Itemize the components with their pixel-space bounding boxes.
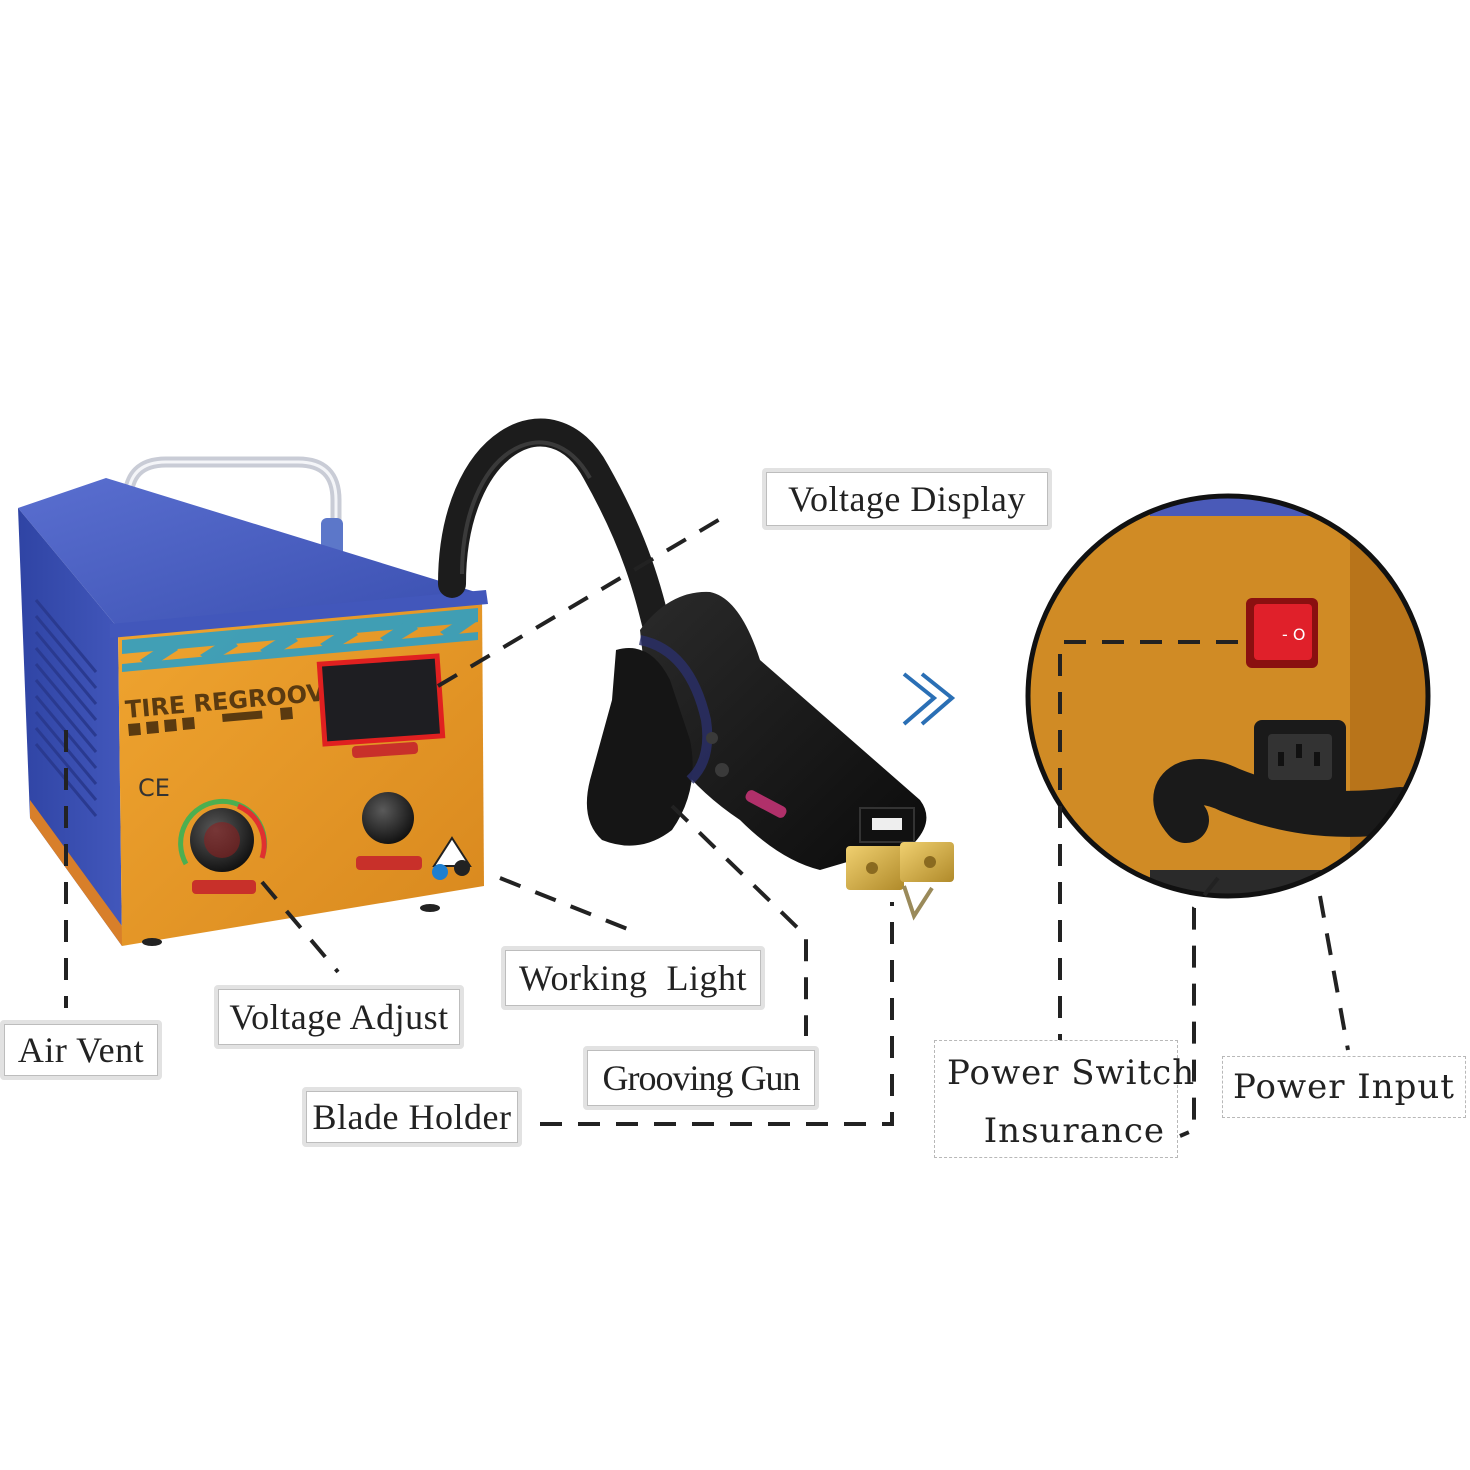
gun-barrel (640, 591, 927, 870)
leader-working-light (499, 876, 631, 932)
regroover-machine: TIRE REGROOVER CE (18, 456, 488, 946)
label-insurance-text: Insurance (983, 1111, 1165, 1151)
chinese-subtitle-marks (128, 706, 294, 736)
label-blade-holder: Blade Holder (302, 1087, 522, 1147)
label-power-input: Power Input (1222, 1056, 1466, 1118)
label-power-input-text: Power Input (1233, 1067, 1455, 1107)
warning-triangle-icon (432, 836, 472, 867)
housing-top (18, 478, 482, 628)
info-badge-icon (432, 864, 448, 880)
leader-voltage-adjust (260, 880, 340, 974)
label-grooving-gun-text: Grooving Gun (602, 1058, 801, 1098)
switch-marks: - O (1282, 625, 1305, 644)
power-cable (438, 418, 674, 654)
leader-voltage-display (436, 510, 734, 688)
zoom-power-cable (1153, 759, 1423, 843)
label-working-light: Working Light (501, 946, 765, 1010)
label-voltage-display: Voltage Display (762, 468, 1052, 530)
voltage-display-screen (316, 653, 446, 747)
working-light-lens (745, 790, 787, 818)
working-light-knob (362, 792, 414, 844)
grooving-gun (586, 591, 954, 921)
double-chevron-right-icon (902, 672, 956, 726)
leader-power-switch (1058, 640, 1238, 1046)
cutting-blade (902, 885, 934, 921)
side-base-stripe (30, 800, 122, 946)
gun-grip (586, 648, 693, 846)
tread-pattern (122, 608, 478, 672)
label-power-switch-insurance: Power Switch Insurance (934, 1040, 1194, 1158)
label-air-vent: Air Vent (0, 1020, 162, 1080)
label-power-switch-text: Power Switch (947, 1053, 1196, 1093)
voltage-knob-caption (192, 880, 256, 894)
label-voltage-display-text: Voltage Display (788, 479, 1026, 519)
leader-lines (64, 510, 1350, 1138)
label-air-vent-text: Air Vent (17, 1030, 145, 1070)
label-voltage-adjust-text: Voltage Adjust (229, 997, 449, 1037)
label-working-light-text: Working Light (518, 958, 748, 998)
label-voltage-adjust: Voltage Adjust (214, 985, 464, 1049)
leader-insurance (1179, 876, 1220, 1138)
blade-holder (846, 842, 954, 921)
label-grooving-gun: Grooving Gun (583, 1046, 819, 1110)
zoom-detail-circle: - O (1025, 493, 1431, 899)
display-caption-plate (351, 741, 419, 759)
label-blade-holder-text: Blade Holder (312, 1097, 512, 1137)
ce-mark: CE (138, 774, 170, 802)
light-knob-caption (356, 856, 422, 870)
leader-power-input (1318, 895, 1350, 1051)
leader-blade-holder (540, 902, 894, 1126)
